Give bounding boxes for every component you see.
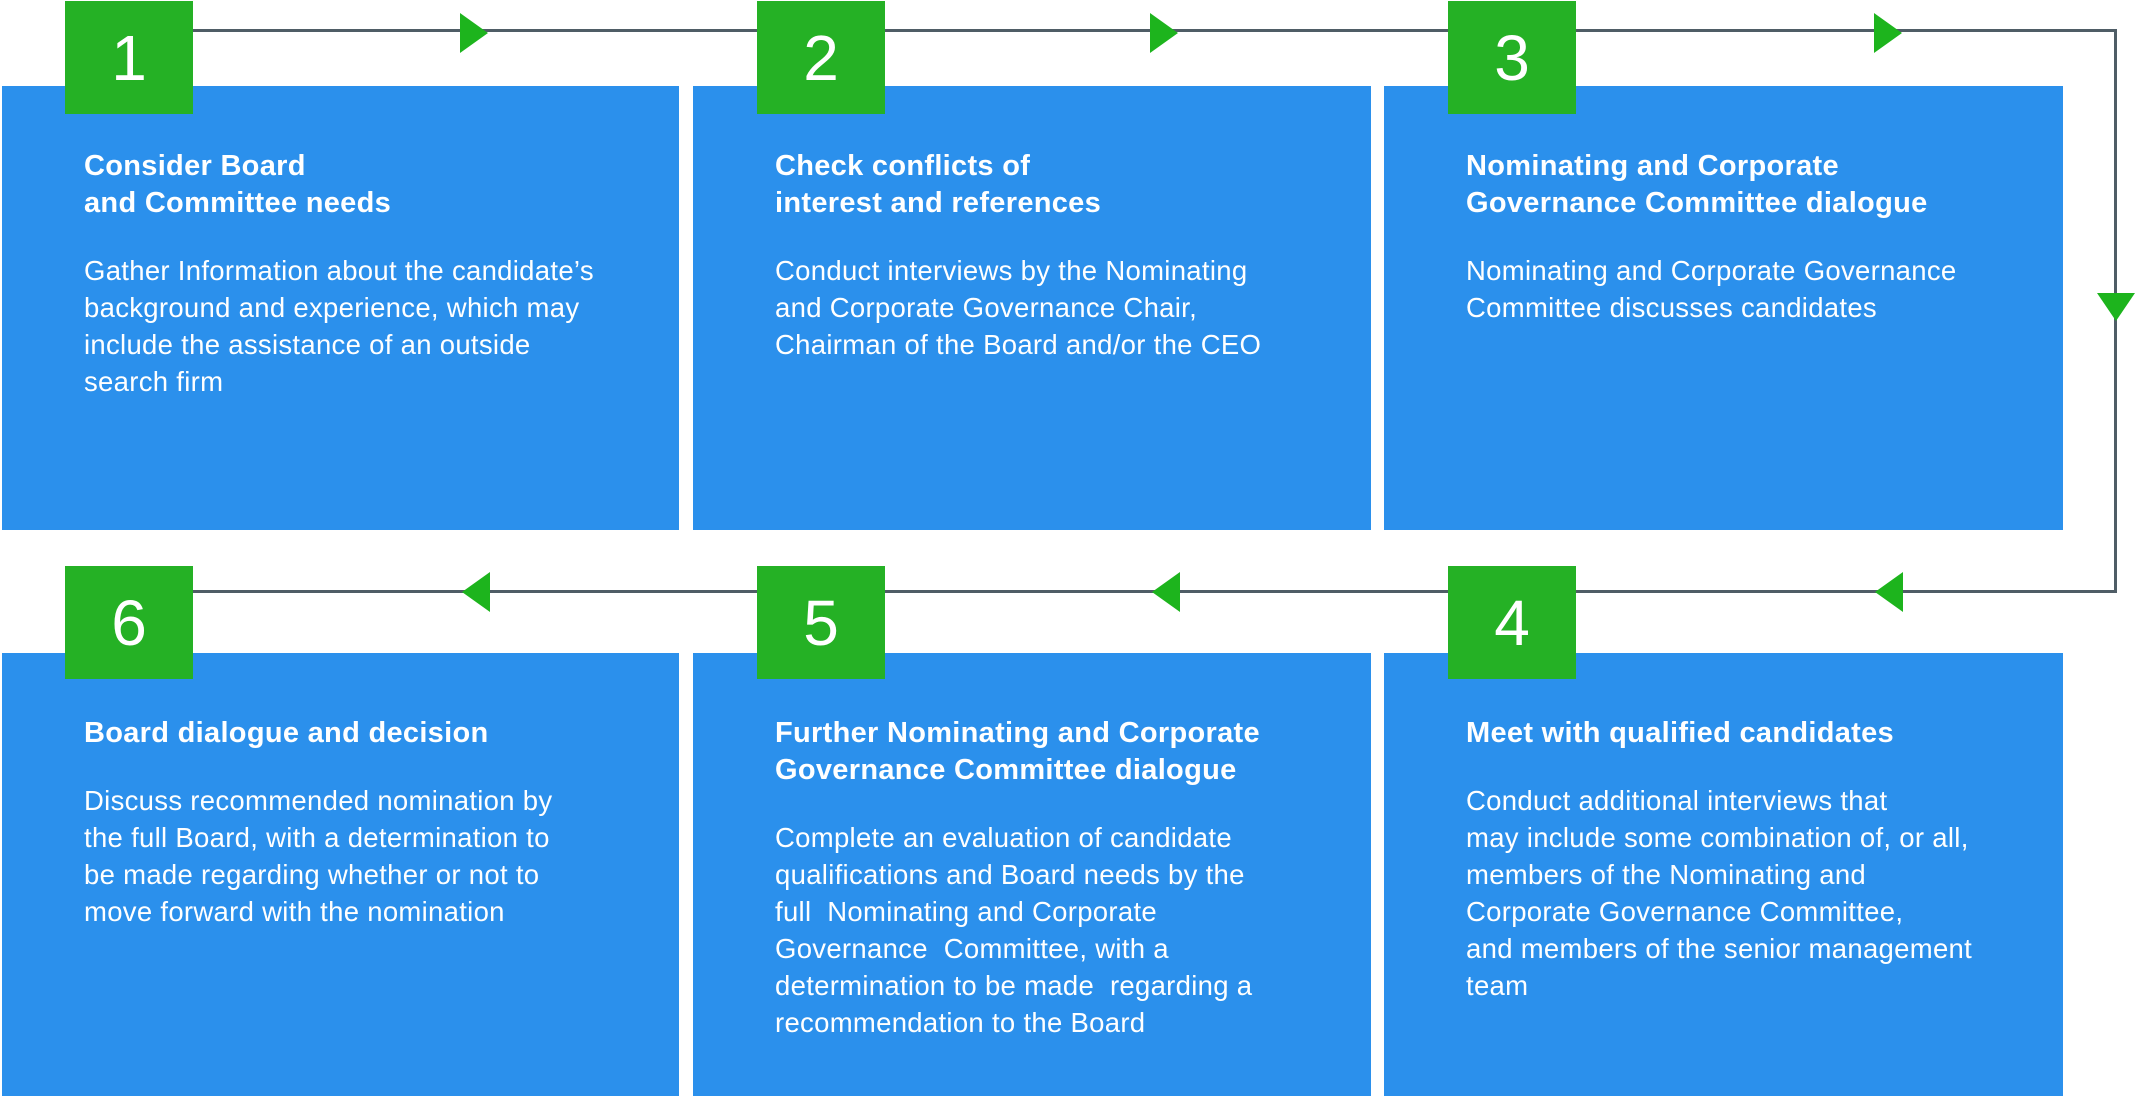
step-number-badge: 2 xyxy=(757,1,885,114)
step-number-badge: 4 xyxy=(1448,566,1576,679)
step-card-2: Check conflicts of interest and referenc… xyxy=(693,86,1371,530)
step-number: 2 xyxy=(803,21,839,94)
flow-arrow-right-icon xyxy=(1150,13,1178,53)
step-number: 6 xyxy=(111,586,147,659)
step-card-3: Nominating and Corporate Governance Comm… xyxy=(1384,86,2063,530)
step-description: Complete an evaluation of candidate qual… xyxy=(775,822,1253,1038)
step-number: 1 xyxy=(111,21,147,94)
step-title: Further Nominating and Corporate Governa… xyxy=(775,717,1260,786)
flow-arrow-right-icon xyxy=(460,13,488,53)
step-card-6: Board dialogue and decision Discuss reco… xyxy=(2,653,679,1096)
step-description: Discuss recommended nomination by the fu… xyxy=(84,785,553,927)
step-title: Board dialogue and decision xyxy=(84,717,489,749)
step-description: Gather Information about the candidate’s… xyxy=(84,255,594,397)
step-description: Nominating and Corporate Governance Comm… xyxy=(1466,255,1957,323)
step-description: Conduct additional interviews that may i… xyxy=(1466,785,1973,1001)
step-number-badge: 6 xyxy=(65,566,193,679)
step-title: Consider Board and Committee needs xyxy=(84,150,392,219)
flow-arrow-down-icon xyxy=(2097,293,2135,321)
step-card-5: Further Nominating and Corporate Governa… xyxy=(693,653,1371,1096)
flow-arrow-left-icon xyxy=(1875,572,1903,612)
step-number: 3 xyxy=(1494,21,1530,94)
step-number: 4 xyxy=(1494,586,1530,659)
step-number: 5 xyxy=(803,586,839,659)
flow-arrow-left-icon xyxy=(1152,572,1180,612)
step-title: Meet with qualified candidates xyxy=(1466,717,1894,749)
step-number-badge: 5 xyxy=(757,566,885,679)
step-title: Check conflicts of interest and referenc… xyxy=(775,150,1102,219)
step-card-4: Meet with qualified candidates Conduct a… xyxy=(1384,653,2063,1096)
step-card-1: Consider Board and Committee needs Gathe… xyxy=(2,86,679,530)
step-number-badge: 1 xyxy=(65,1,193,114)
step-number-badge: 3 xyxy=(1448,1,1576,114)
step-description: Conduct interviews by the Nominating and… xyxy=(775,255,1262,360)
step-title: Nominating and Corporate Governance Comm… xyxy=(1466,150,1928,219)
flow-arrow-right-icon xyxy=(1874,13,1902,53)
flow-arrow-left-icon xyxy=(462,572,490,612)
